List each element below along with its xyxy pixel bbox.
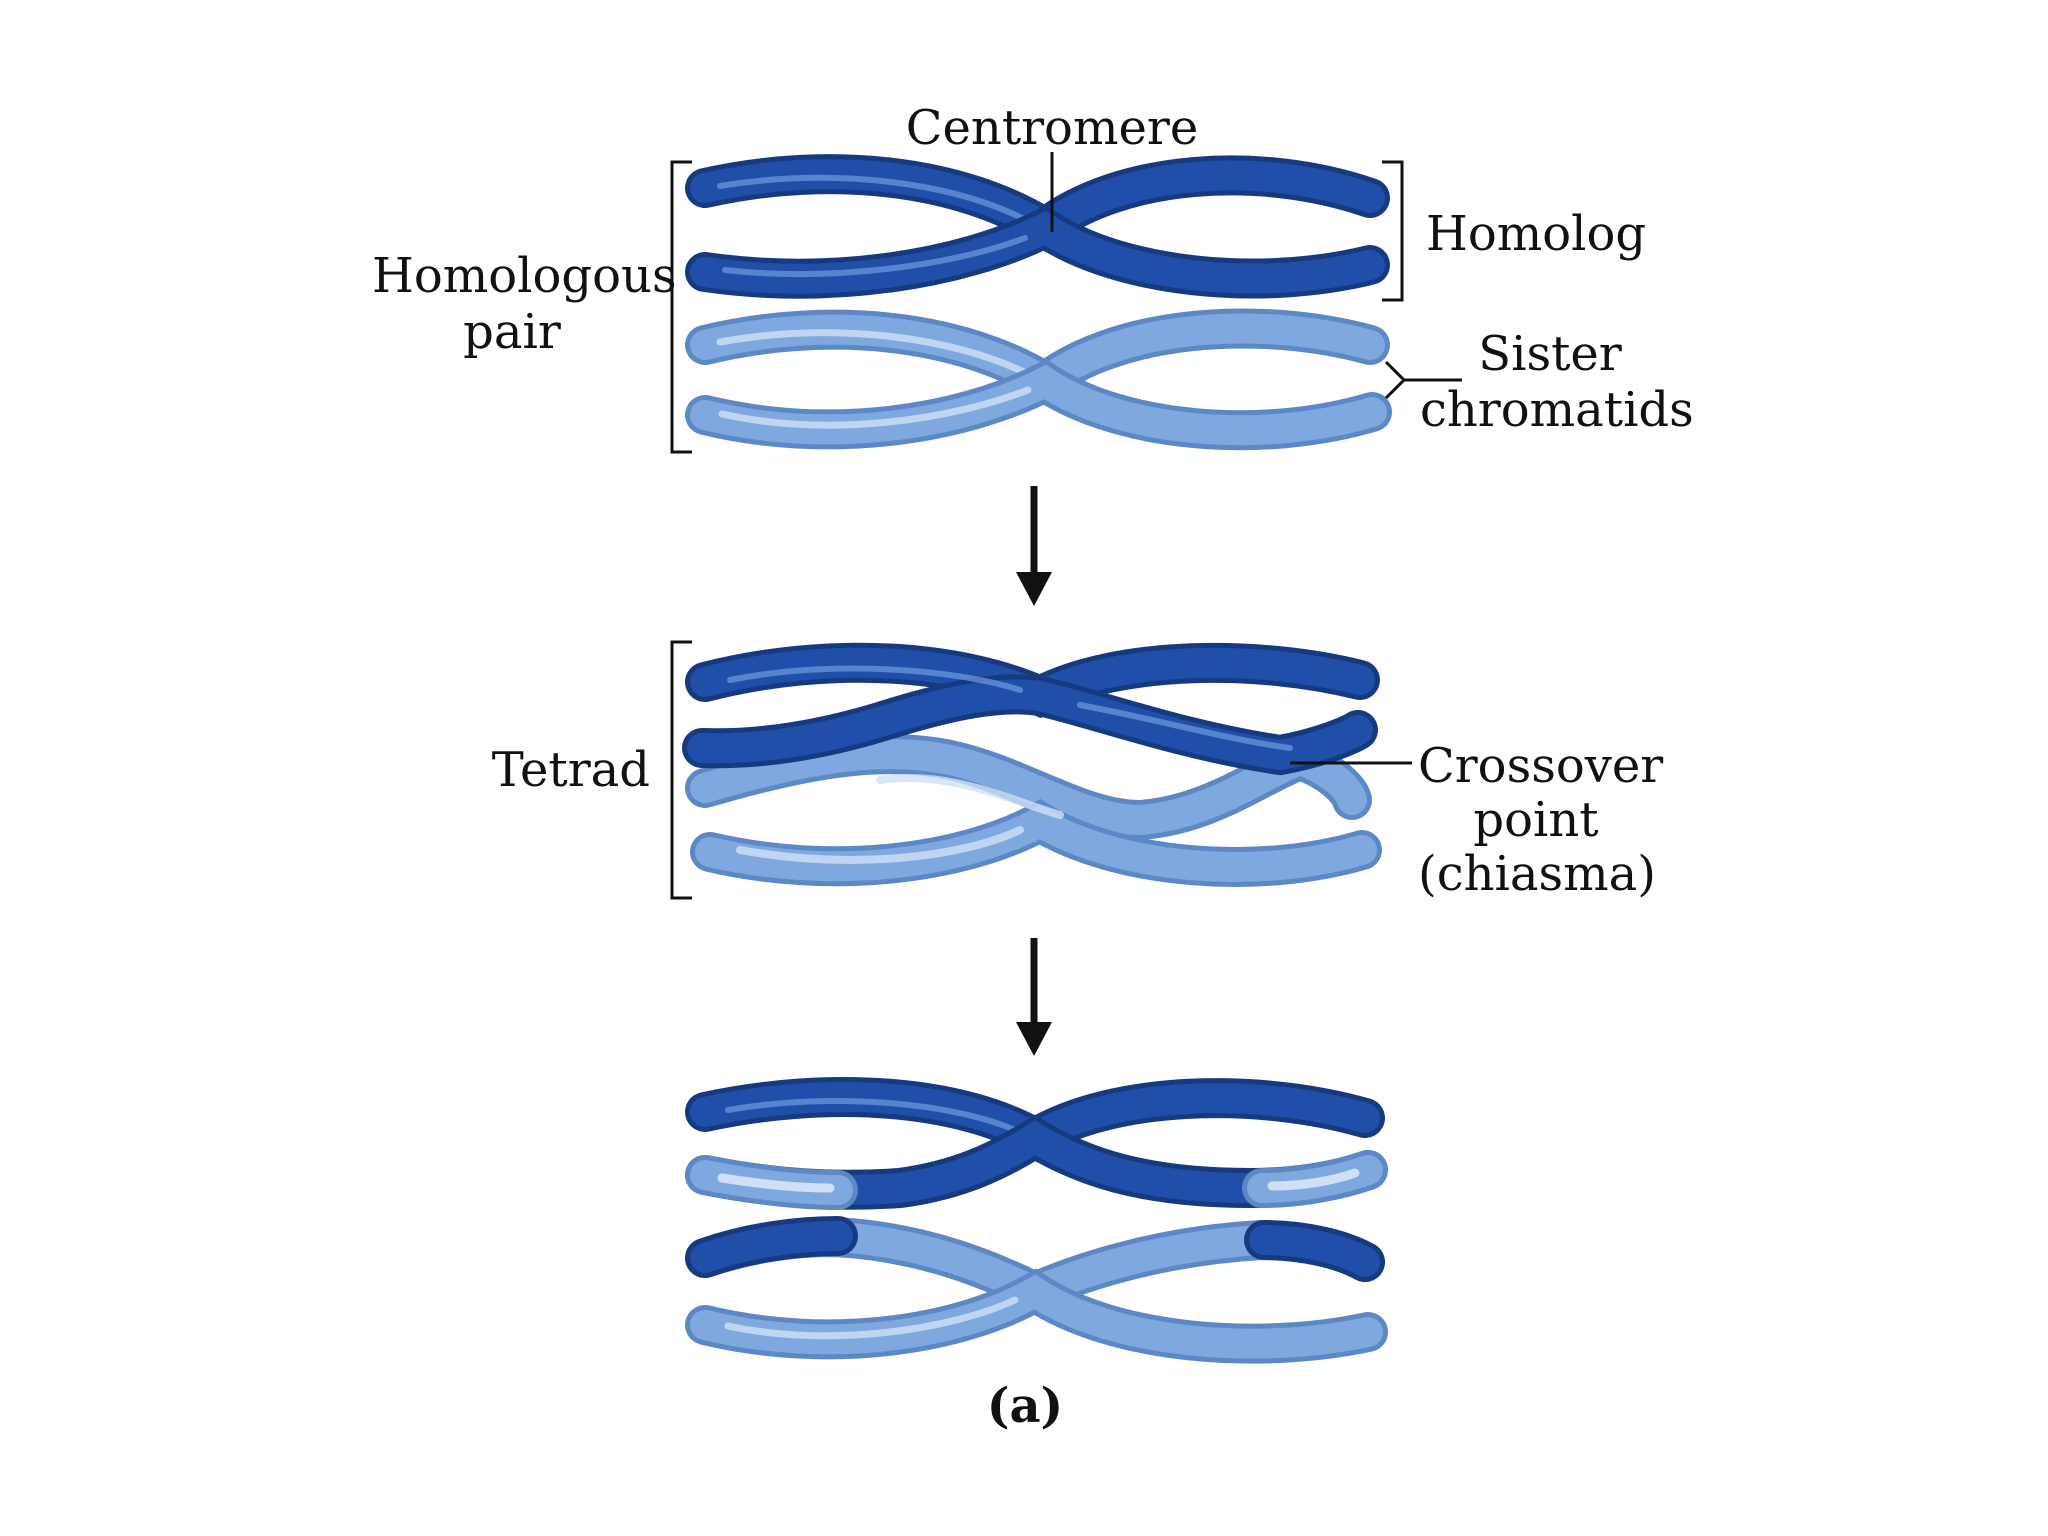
- down-arrow-2: [1016, 938, 1052, 1056]
- homolog-bracket: [1382, 160, 1404, 302]
- homologous-pair-label-line1: Homologous: [372, 248, 677, 304]
- tetrad-bracket: [670, 640, 692, 900]
- dark-homolog: [685, 154, 1390, 299]
- stage-recombinant: [685, 1077, 1388, 1364]
- homolog-label: Homolog: [1426, 206, 1647, 262]
- tetrad-label: Tetrad: [491, 742, 650, 798]
- light-homolog: [685, 308, 1392, 451]
- homologous-pair-label-line2: pair: [463, 304, 561, 360]
- panel-label: (a): [986, 1378, 1064, 1434]
- stage-tetrad: [670, 640, 1412, 900]
- crossover-label-line2: point: [1473, 792, 1599, 848]
- sister-chromatids-label-line2: chromatids: [1420, 382, 1694, 438]
- centromere-label: Centromere: [905, 100, 1199, 156]
- sister-chromatids-pointer: [1384, 360, 1407, 400]
- crossover-label-line3: (chiasma): [1418, 846, 1656, 902]
- crossover-label-line1: Crossover: [1418, 738, 1664, 794]
- sister-chromatids-label-line1: Sister: [1478, 326, 1622, 382]
- stage-homologous-pair: [670, 152, 1462, 454]
- homologous-pair-bracket: [670, 160, 692, 454]
- down-arrow-1: [1016, 486, 1052, 606]
